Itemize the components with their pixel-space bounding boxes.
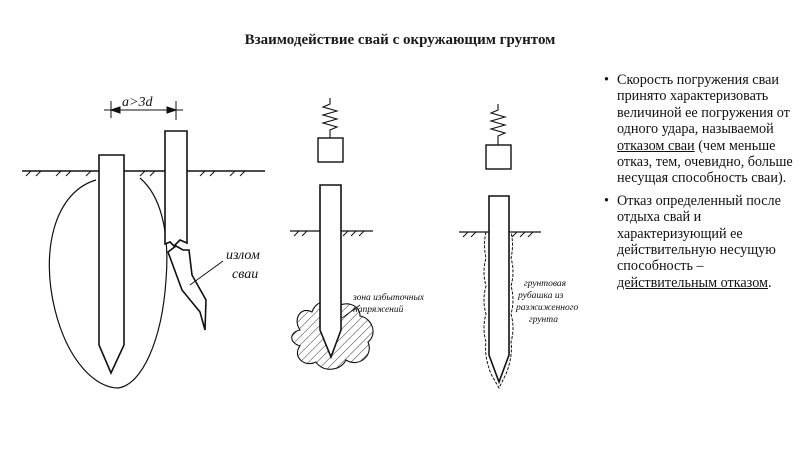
stress-zone-label: зона избыточных напряжений	[352, 292, 426, 315]
pile-left	[98, 154, 125, 375]
bullet-refusal: Скорость погружения сваи принято характе…	[604, 72, 794, 187]
bullet-list: Скорость погружения сваи принято характе…	[604, 72, 794, 297]
soil-jacket-label: грунтовая рубашка из разжиженного грунта	[515, 279, 581, 325]
spacing-dimension	[104, 101, 183, 120]
slide-title: Взаимодействие свай с окружающим грунтом	[244, 32, 556, 48]
spring-2	[320, 98, 340, 138]
pile-2	[319, 184, 342, 360]
pile-right-upper	[164, 130, 188, 248]
figure-stress-zone: зона избыточных напряжений	[290, 98, 426, 370]
hammer-2	[317, 137, 344, 163]
pile-right-broken	[167, 245, 207, 331]
break-label: излом сваи	[226, 248, 263, 282]
spacing-label: a>3d	[122, 95, 153, 110]
compaction-zone	[48, 177, 168, 389]
pile-3	[488, 195, 510, 385]
figure-pile-spacing: a>3d излом сваи	[22, 95, 265, 389]
soil-jacket	[483, 231, 514, 390]
break-pointer	[189, 260, 224, 286]
figure-soil-jacket: грунтовая рубашка из разжиженного грунта	[459, 104, 581, 390]
term-refusal: отказом сваи	[617, 137, 695, 154]
stress-pointer	[341, 304, 361, 319]
bullet-actual-refusal: Отказ определенный после отдыха свай и х…	[604, 193, 794, 291]
spring-3	[488, 104, 508, 145]
pile-soil-diagram: a>3d излом сваи зона избыточных	[22, 95, 581, 390]
hammer-3	[485, 144, 512, 170]
term-actual-refusal: действительным отказом	[617, 274, 768, 291]
